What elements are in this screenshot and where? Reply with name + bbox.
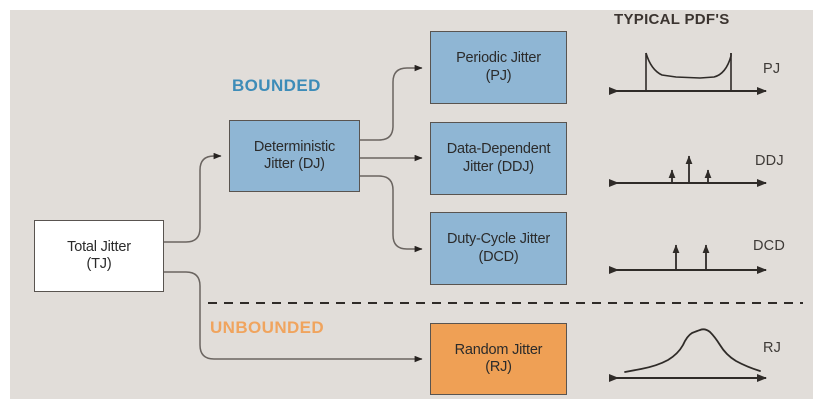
- pdf-label-dcd: DCD: [753, 238, 786, 254]
- node-data-dependent-jitter-line1: Data-Dependent: [446, 141, 551, 158]
- connector-dj-to-dcd: [360, 175, 423, 253]
- node-total-jitter-line2: (TJ): [86, 256, 112, 272]
- region-label-unbounded: UNBOUNDED: [210, 318, 325, 337]
- pdf-plot-dcd: [609, 244, 767, 274]
- pdf-plot-rj: [609, 328, 767, 382]
- node-total-jitter-line1: Total Jitter: [67, 238, 131, 255]
- pdf-label-pj: PJ: [763, 61, 781, 77]
- node-deterministic-jitter-line1: Deterministic: [253, 138, 336, 155]
- node-deterministic-jitter-line2: Jitter (DJ): [264, 156, 325, 172]
- node-data-dependent-jitter[interactable]: Data-Dependent Jitter (DDJ): [430, 122, 567, 195]
- connector-tj-to-dj: [164, 152, 222, 243]
- node-deterministic-jitter[interactable]: Deterministic Jitter (DJ): [229, 120, 360, 192]
- node-periodic-jitter-line1: Periodic Jitter: [456, 50, 541, 67]
- pdf-label-rj: RJ: [763, 340, 782, 356]
- pdf-label-ddj: DDJ: [755, 153, 784, 169]
- node-duty-cycle-jitter[interactable]: Duty-Cycle Jitter (DCD): [430, 212, 567, 285]
- node-random-jitter-line2: (RJ): [485, 359, 512, 375]
- node-data-dependent-jitter-line2: Jitter (DDJ): [463, 158, 534, 175]
- node-total-jitter[interactable]: Total Jitter (TJ): [34, 220, 164, 292]
- pdf-column-title: TYPICAL PDF'S: [614, 11, 730, 28]
- connector-dj-to-pj: [360, 64, 423, 141]
- node-random-jitter-line1: Random Jitter: [454, 341, 543, 358]
- node-periodic-jitter-line2: (PJ): [485, 67, 512, 84]
- node-duty-cycle-jitter-line1: Duty-Cycle Jitter: [447, 231, 550, 248]
- pdf-plot-pj: [609, 52, 767, 95]
- node-periodic-jitter[interactable]: Periodic Jitter (PJ): [430, 31, 567, 104]
- region-label-bounded: BOUNDED: [232, 76, 321, 95]
- node-random-jitter[interactable]: Random Jitter (RJ): [430, 323, 567, 395]
- pdf-plot-ddj: [609, 155, 767, 187]
- diagram-panel: [10, 10, 813, 399]
- node-duty-cycle-jitter-line2: (DCD): [478, 248, 519, 265]
- connector-tj-to-rj: [164, 271, 423, 363]
